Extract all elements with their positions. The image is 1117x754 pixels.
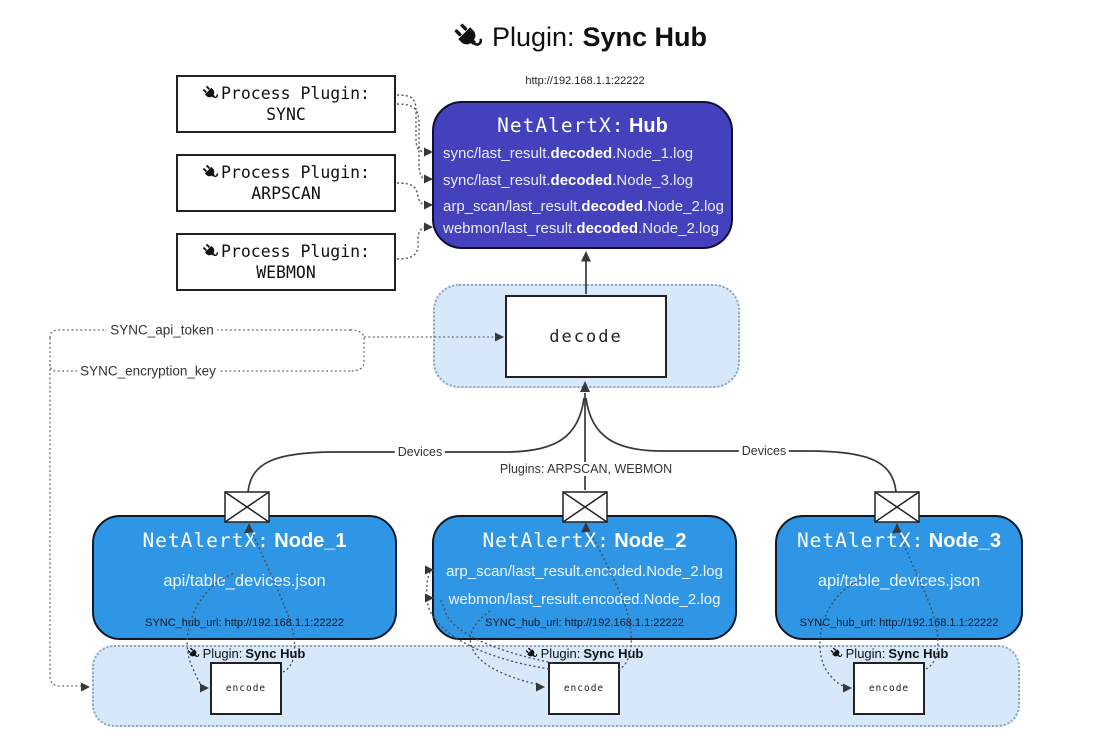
- process-plugin-label: Process Plugin:: [220, 84, 370, 103]
- process-plugin-header: Process Plugin:: [202, 84, 370, 103]
- encode-box-3: encode: [853, 662, 925, 715]
- edge-label-devices-left: Devices: [394, 445, 446, 459]
- edge-label-plugins-middle: Plugins: ARPSCAN, WEBMON: [496, 462, 676, 476]
- node-file-line: api/table_devices.json: [817, 572, 981, 590]
- diagram-title: Plugin: Sync Hub: [340, 16, 820, 58]
- node-footer: SYNC_hub_url: http://192.168.1.1:22222: [799, 617, 999, 629]
- node-file-line: arp_scan/last_result.encoded.Node_2.log: [446, 563, 723, 580]
- hub-log-line: sync/last_result.decoded.Node_3.log: [443, 172, 733, 190]
- node-footer: SYNC_hub_url: http://192.168.1.1:22222: [145, 617, 344, 629]
- log-pre: arp_scan/last_result.: [443, 198, 582, 215]
- log-bold: decoded: [550, 172, 613, 189]
- process-plugin-box-webmon: Process Plugin: WEBMON: [176, 233, 396, 291]
- node-title: NetAlertX: Node_1: [94, 529, 395, 553]
- plug-icon: [187, 647, 200, 660]
- node-file-line: api/table_devices.json: [163, 572, 326, 590]
- process-plugin-label: Process Plugin:: [220, 242, 370, 261]
- sync-hub-plugin-label: Plugin: Sync Hub: [794, 645, 984, 662]
- node-box-node-2: NetAlertX: Node_2 arp_scan/last_result.e…: [432, 515, 737, 640]
- config-label-api-token: SYNC_api_token: [107, 322, 217, 338]
- plugin-label-name: Sync Hub: [245, 646, 306, 661]
- node-box-node-1: NetAlertX: Node_1 api/table_devices.json…: [92, 515, 397, 640]
- sync-hub-plugin-label: Plugin: Sync Hub: [151, 645, 341, 662]
- log-bold: decoded: [550, 145, 613, 162]
- log-pre: sync/last_result.: [443, 172, 551, 189]
- title-name: Sync Hub: [582, 21, 708, 52]
- plug-icon: [453, 22, 484, 53]
- process-plugin-name: SYNC: [266, 105, 306, 124]
- process-plugin-label: Process Plugin:: [220, 163, 370, 182]
- node-title-name: Node_1: [274, 530, 347, 552]
- decode-box: decode: [505, 295, 667, 378]
- process-plugin-header: Process Plugin:: [202, 242, 370, 261]
- plug-icon: [202, 164, 219, 181]
- sync-hub-plugin-label: Plugin: Sync Hub: [489, 645, 679, 662]
- log-bold: decoded: [576, 220, 639, 237]
- config-label-encryption-key: SYNC_encryption_key: [77, 363, 219, 379]
- plugin-label-name: Sync Hub: [888, 646, 949, 661]
- encode-box-1: encode: [210, 662, 282, 715]
- node-title-name: Node_2: [614, 530, 687, 552]
- node-title-prefix: NetAlertX:: [482, 529, 610, 552]
- node-title: NetAlertX: Node_2: [434, 529, 735, 553]
- hub-log-line: webmon/last_result.decoded.Node_2.log: [443, 220, 733, 238]
- node-title-name: Node_3: [928, 530, 1002, 552]
- plug-icon: [202, 85, 219, 102]
- log-bold: decoded: [581, 198, 644, 215]
- log-post: .Node_2.log: [638, 220, 719, 237]
- node-file-line: webmon/last_result.encoded.Node_2.log: [448, 591, 721, 608]
- node-title-prefix: NetAlertX:: [142, 529, 270, 552]
- decode-label: decode: [549, 326, 623, 347]
- node-footer: SYNC_hub_url: http://192.168.1.1:22222: [485, 617, 684, 629]
- plugin-label-prefix: Plugin:: [845, 646, 886, 661]
- plug-icon: [202, 243, 219, 260]
- plugin-label-name: Sync Hub: [583, 646, 644, 661]
- title-prefix: Plugin:: [491, 21, 575, 52]
- hub-title: NetAlertX: Hub: [434, 114, 731, 138]
- node-title-prefix: NetAlertX:: [796, 529, 925, 552]
- encode-label: encode: [563, 683, 605, 694]
- hub-box: NetAlertX: Hub sync/last_result.decoded.…: [432, 101, 733, 249]
- hub-title-prefix: NetAlertX:: [497, 114, 625, 137]
- encode-label: encode: [225, 683, 267, 694]
- log-post: .Node_1.log: [612, 145, 694, 162]
- encode-box-2: encode: [548, 662, 620, 715]
- process-plugin-header: Process Plugin:: [202, 163, 370, 182]
- hub-url-label: http://192.168.1.1:22222: [522, 75, 648, 87]
- log-pre: sync/last_result.: [443, 145, 551, 162]
- log-post: .Node_3.log: [612, 172, 694, 189]
- node-box-node-3: NetAlertX: Node_3 api/table_devices.json…: [775, 515, 1023, 640]
- hub-log-line: sync/last_result.decoded.Node_1.log: [443, 145, 733, 163]
- plugin-label-prefix: Plugin:: [202, 646, 243, 661]
- process-plugin-box-arpscan: Process Plugin: ARPSCAN: [176, 154, 396, 212]
- hub-log-line: arp_scan/last_result.decoded.Node_2.log: [443, 198, 733, 216]
- process-plugin-name: ARPSCAN: [251, 184, 321, 203]
- encode-label: encode: [868, 683, 910, 694]
- edge-label-devices-right: Devices: [738, 444, 790, 458]
- node-title: NetAlertX: Node_3: [777, 529, 1021, 553]
- hub-title-name: Hub: [628, 115, 668, 137]
- log-post: .Node_2.log: [643, 198, 724, 215]
- plug-icon: [525, 647, 538, 660]
- process-plugin-name: WEBMON: [256, 263, 316, 282]
- plug-icon: [830, 647, 843, 660]
- process-plugin-box-sync: Process Plugin: SYNC: [176, 75, 396, 133]
- edge-process-plugins-to-hub: [396, 94, 427, 260]
- log-pre: webmon/last_result.: [443, 220, 577, 237]
- plugin-label-prefix: Plugin:: [540, 646, 581, 661]
